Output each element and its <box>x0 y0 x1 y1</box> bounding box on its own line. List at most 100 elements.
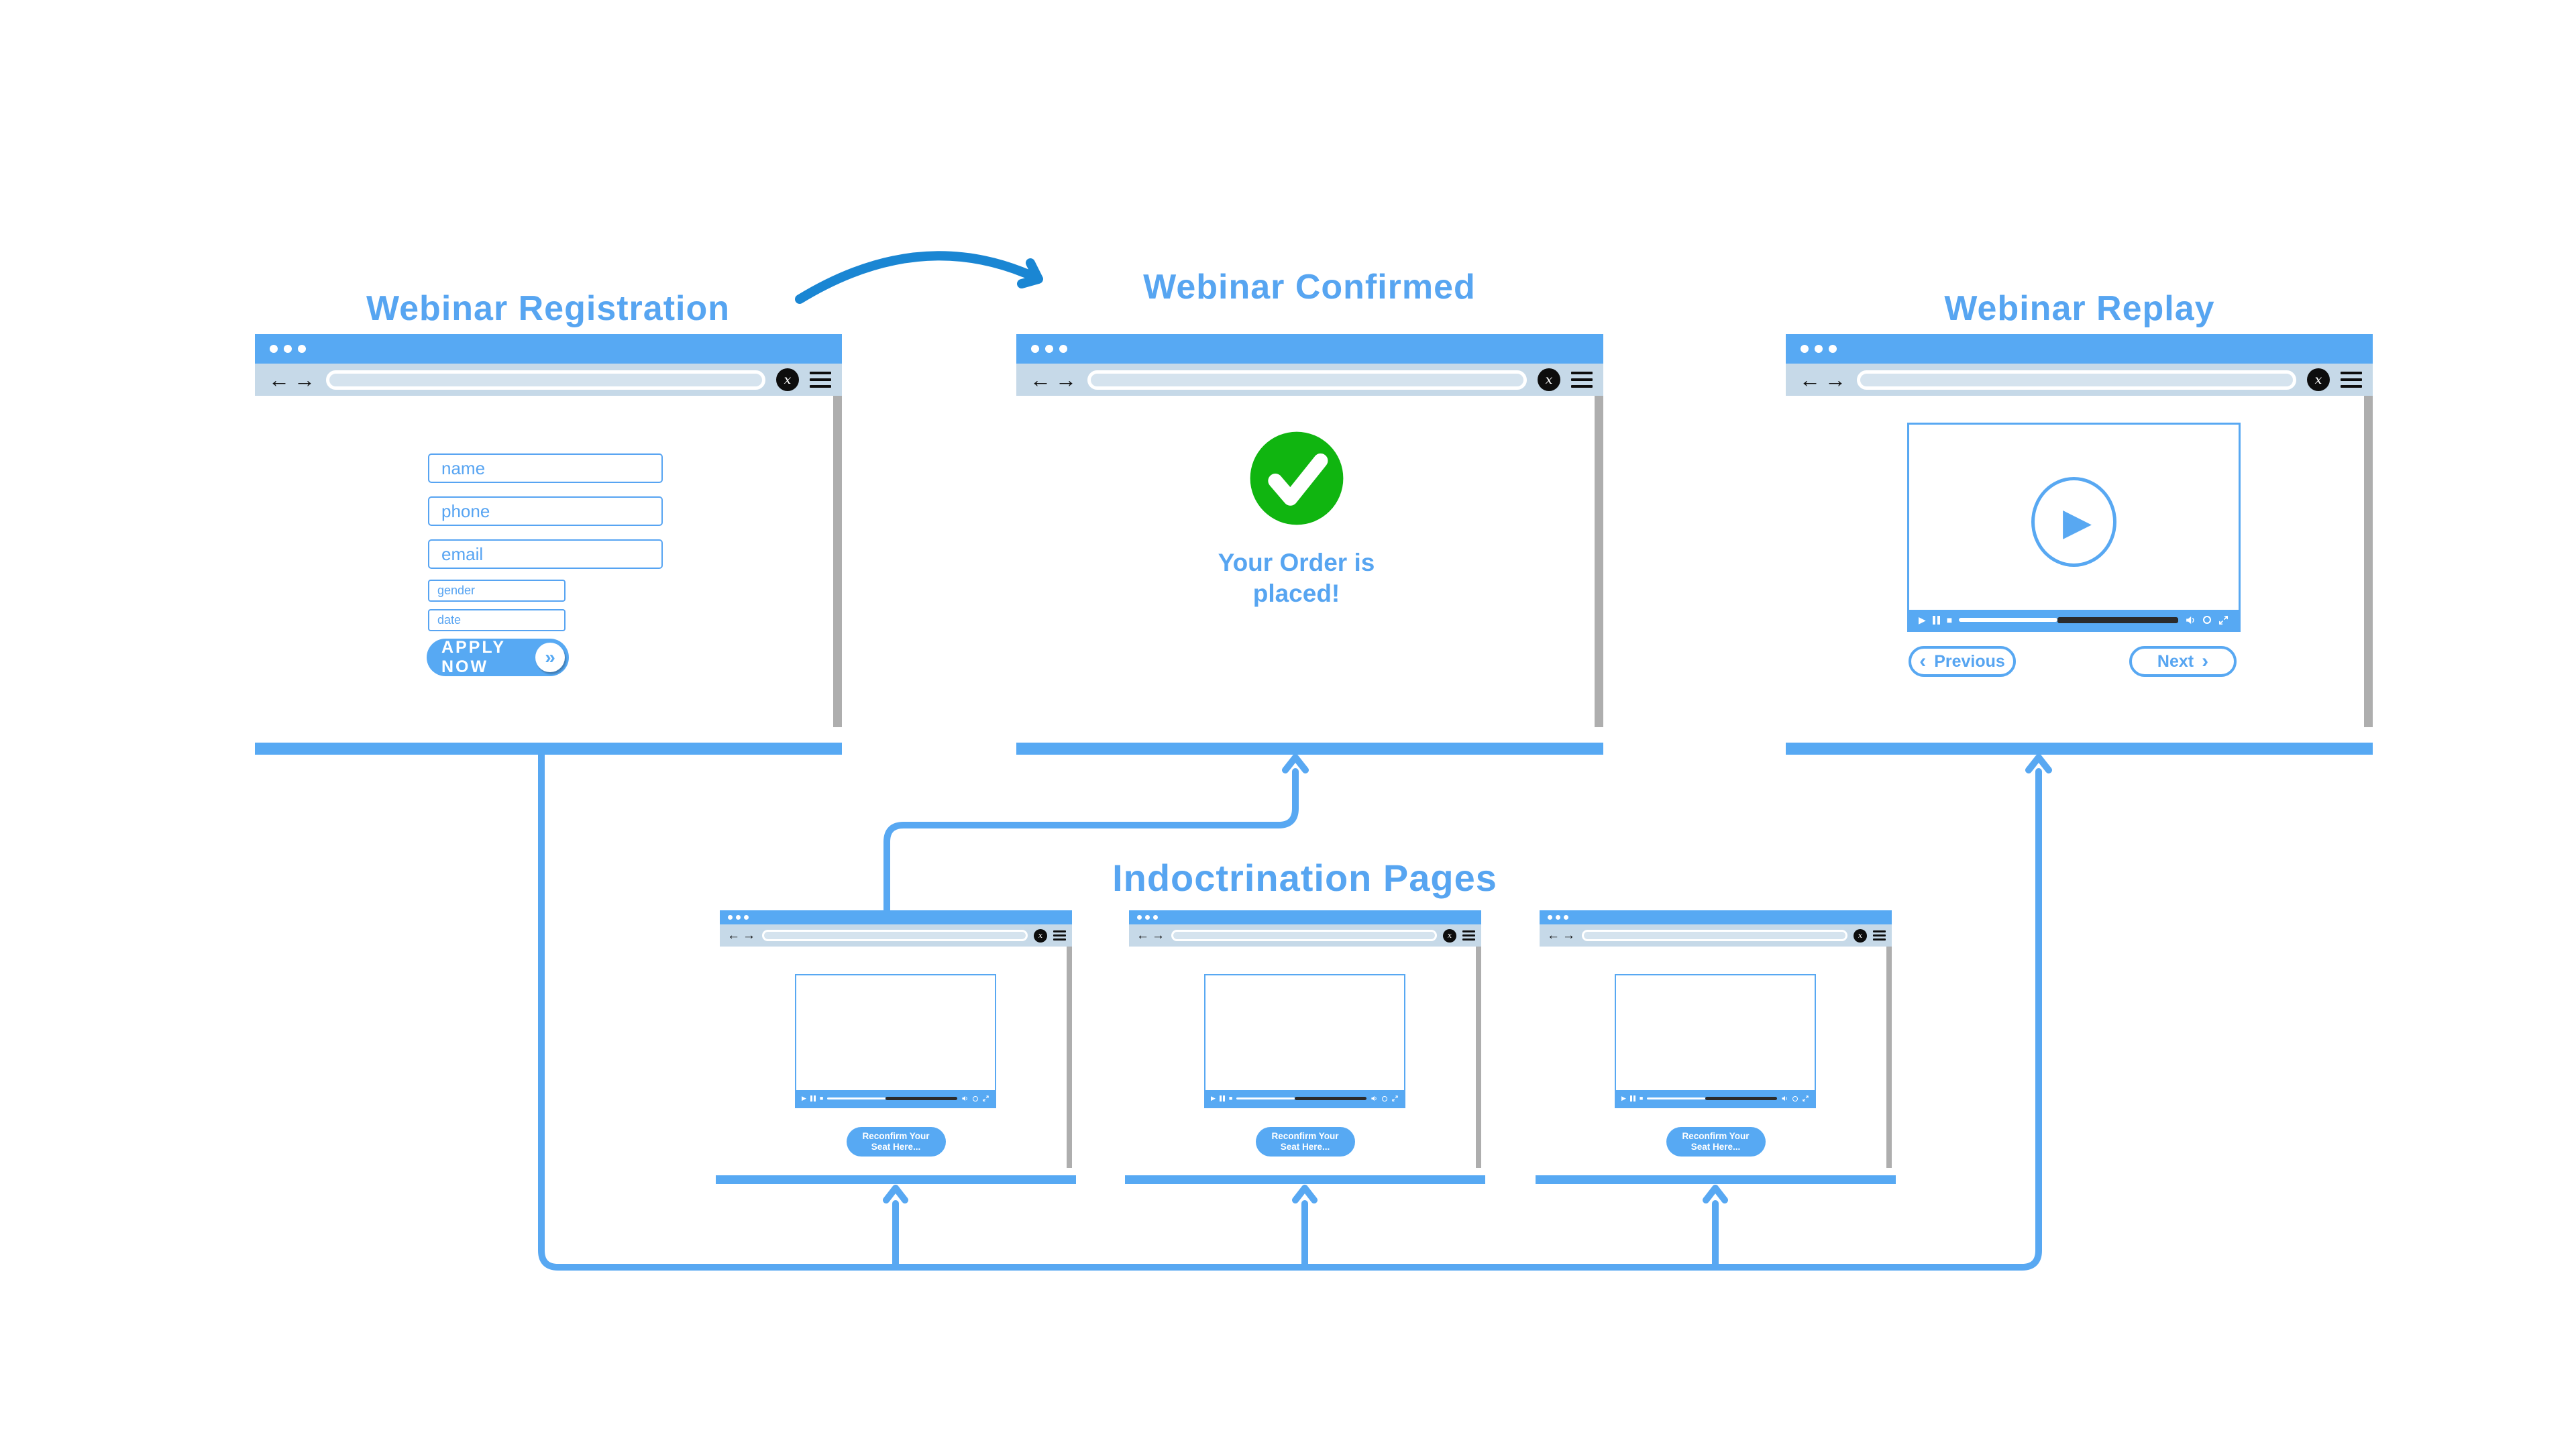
back-icon[interactable]: ← <box>268 368 290 392</box>
back-icon[interactable]: ← <box>727 928 740 943</box>
stop-icon[interactable]: ■ <box>1639 1095 1644 1102</box>
play-icon: ▶ <box>2062 500 2092 543</box>
pause-icon[interactable] <box>1629 1095 1635 1102</box>
back-icon[interactable]: ← <box>1030 368 1051 392</box>
forward-icon[interactable]: → <box>1562 928 1575 943</box>
address-bar[interactable] <box>1171 930 1437 941</box>
window-titlebar <box>1129 910 1481 924</box>
video-controls: ▶ ■ <box>1205 1090 1404 1107</box>
window-dot <box>1801 345 1809 353</box>
window-titlebar <box>720 910 1072 924</box>
video-controls: ▶ ■ <box>796 1090 995 1107</box>
reconfirm-seat-button[interactable]: Reconfirm Your Seat Here... <box>1666 1127 1766 1157</box>
close-button[interactable]: x <box>1443 928 1456 943</box>
indoctrination-window-1: ← → x ▶ ■ Reconfirm Your Seat Here... <box>716 910 1076 1184</box>
settings-icon[interactable] <box>1382 1095 1387 1102</box>
menu-icon[interactable] <box>1571 372 1593 388</box>
confirmed-title: Webinar Confirmed <box>1143 268 1476 307</box>
forward-icon[interactable]: → <box>743 928 755 943</box>
confirmed-window: ← → x Your Order is placed! <box>1016 334 1603 755</box>
menu-icon[interactable] <box>1873 930 1886 941</box>
progress-bar[interactable] <box>1647 1097 1777 1100</box>
date-input[interactable] <box>428 609 566 631</box>
pause-icon[interactable] <box>1219 1095 1225 1102</box>
progress-bar[interactable] <box>827 1097 957 1100</box>
back-icon[interactable]: ← <box>1136 928 1149 943</box>
address-bar[interactable] <box>326 370 765 390</box>
play-icon[interactable]: ▶ <box>1621 1095 1626 1102</box>
gender-input[interactable] <box>428 580 566 602</box>
browser-toolbar: ← → x <box>1129 924 1481 947</box>
stop-icon[interactable]: ■ <box>819 1095 824 1102</box>
address-bar[interactable] <box>1582 930 1847 941</box>
progress-bar[interactable] <box>1236 1097 1366 1100</box>
forward-icon[interactable]: → <box>1055 368 1077 392</box>
forward-icon[interactable]: → <box>1152 928 1165 943</box>
curved-arrow-registration-to-confirmed <box>795 251 1039 304</box>
replay-window: ← → x ▶ ■ ▶ ‹ Pr <box>1786 334 2373 755</box>
back-icon[interactable]: ← <box>1547 928 1560 943</box>
reconfirm-seat-button[interactable]: Reconfirm Your Seat Here... <box>846 1127 946 1157</box>
close-button[interactable]: x <box>1034 928 1047 943</box>
play-icon[interactable]: ▶ <box>802 1095 806 1102</box>
stop-icon[interactable]: ■ <box>1228 1095 1233 1102</box>
previous-button[interactable]: ‹ Previous <box>1909 646 2016 677</box>
scrollbar[interactable] <box>1595 396 1603 727</box>
close-icon: x <box>2314 372 2322 387</box>
scrollbar[interactable] <box>2364 396 2373 727</box>
scrollbar[interactable] <box>1067 947 1072 1168</box>
arrowhead-indoc-3 <box>1703 1185 1728 1203</box>
settings-icon[interactable] <box>2203 616 2211 624</box>
curved-arrowhead <box>1017 258 1043 288</box>
volume-icon[interactable] <box>1781 1095 1788 1102</box>
scrollbar[interactable] <box>1886 947 1892 1168</box>
window-dot <box>1564 915 1568 920</box>
scrollbar[interactable] <box>1476 947 1481 1168</box>
settings-icon[interactable] <box>973 1095 978 1102</box>
window-dot <box>1556 915 1560 920</box>
menu-icon[interactable] <box>1053 930 1066 941</box>
name-input[interactable] <box>428 453 663 483</box>
window-titlebar <box>1016 334 1603 364</box>
menu-icon[interactable] <box>810 372 831 388</box>
apply-now-button[interactable]: APPLY NOW » <box>427 638 569 676</box>
play-button[interactable]: ▶ <box>2031 477 2116 567</box>
reconfirm-seat-button[interactable]: Reconfirm Your Seat Here... <box>1255 1127 1355 1157</box>
close-button[interactable]: x <box>2307 368 2330 391</box>
play-icon[interactable]: ▶ <box>1211 1095 1216 1102</box>
address-bar[interactable] <box>1087 370 1527 390</box>
fullscreen-icon[interactable] <box>1802 1095 1809 1102</box>
menu-icon[interactable] <box>2341 372 2362 388</box>
fullscreen-icon[interactable] <box>2218 614 2229 626</box>
settings-icon[interactable] <box>1792 1095 1798 1102</box>
arrowhead-to-replay <box>2025 754 2052 773</box>
menu-icon[interactable] <box>1462 930 1475 941</box>
order-placed-message: Your Order is placed! <box>1218 549 1375 607</box>
volume-icon[interactable] <box>1371 1095 1378 1102</box>
play-icon[interactable]: ▶ <box>1919 614 1926 625</box>
address-bar[interactable] <box>1857 370 2296 390</box>
forward-icon[interactable]: → <box>1825 368 1846 392</box>
close-button[interactable]: x <box>1854 928 1867 943</box>
back-icon[interactable]: ← <box>1799 368 1821 392</box>
fullscreen-icon[interactable] <box>1391 1095 1399 1102</box>
forward-icon[interactable]: → <box>294 368 315 392</box>
arrowhead-indoc-1 <box>883 1185 908 1203</box>
email-input[interactable] <box>428 539 663 569</box>
volume-icon[interactable] <box>2185 614 2196 626</box>
volume-icon[interactable] <box>961 1095 969 1102</box>
close-button[interactable]: x <box>776 368 799 391</box>
progress-bar[interactable] <box>1959 616 2178 623</box>
phone-input[interactable] <box>428 496 663 526</box>
stop-icon[interactable]: ■ <box>1946 614 1953 625</box>
address-bar[interactable] <box>762 930 1028 941</box>
fullscreen-icon[interactable] <box>982 1095 989 1102</box>
close-button[interactable]: x <box>1538 368 1560 391</box>
pause-icon[interactable] <box>1932 615 1940 625</box>
scrollbar[interactable] <box>833 396 842 727</box>
next-button[interactable]: Next › <box>2129 646 2237 677</box>
pause-icon[interactable] <box>810 1095 816 1102</box>
browser-toolbar: ← → x <box>1540 924 1892 947</box>
window-dot <box>1829 345 1837 353</box>
